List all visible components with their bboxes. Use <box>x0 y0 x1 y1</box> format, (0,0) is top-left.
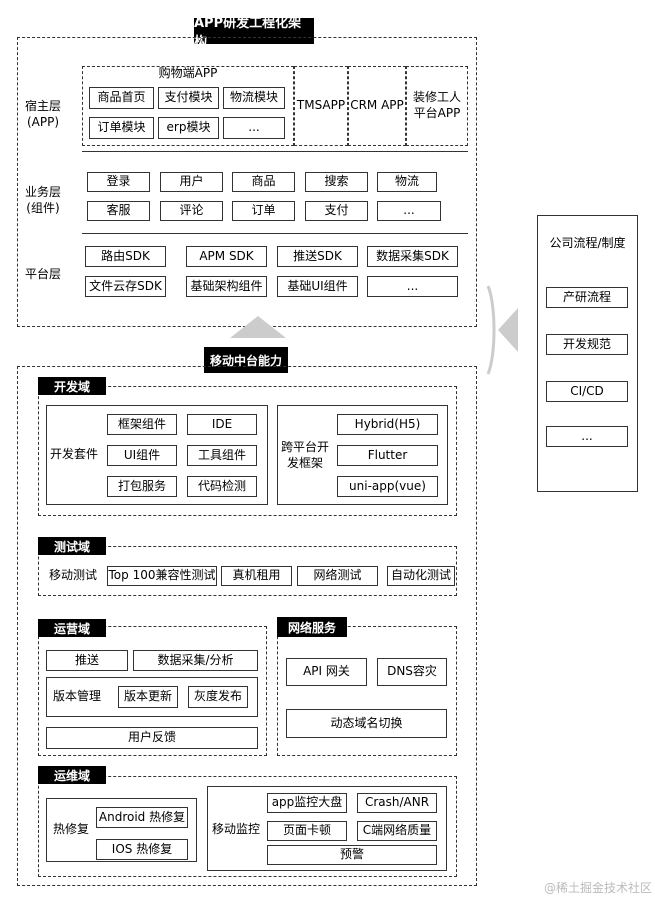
dev-domain-tag: 开发域 <box>38 377 106 395</box>
biz-user: 用户 <box>160 172 223 192</box>
crm-app-box <box>348 66 406 146</box>
biz-search: 搜索 <box>305 172 368 192</box>
cross-hybrid: Hybrid(H5) <box>337 414 438 435</box>
dns-disaster-recovery: DNS容灾 <box>377 658 447 686</box>
biz-service: 客服 <box>87 201 150 221</box>
monitor-alert: 预警 <box>267 845 437 865</box>
sdk-apm: APM SDK <box>186 246 267 267</box>
hotfix-label: 热修复 <box>52 822 89 837</box>
cross-platform-label: 跨平台开 发框架 <box>280 440 329 470</box>
tms-app-box <box>294 66 348 146</box>
ops-data-analysis: 数据采集/分析 <box>133 650 258 671</box>
test-domain-group <box>38 546 457 596</box>
network-service-group <box>277 626 457 756</box>
ops-push: 推送 <box>46 650 128 671</box>
mobile-test-label: 移动测试 <box>48 568 97 583</box>
base-arch-component: 基础架构组件 <box>186 276 267 297</box>
test-compat: Top 100兼容性测试 <box>107 566 217 586</box>
business-layer-label: 业务层 (组件) <box>24 185 61 215</box>
middle-platform-panel <box>17 366 477 886</box>
version-mgmt-label: 版本管理 <box>52 689 101 704</box>
shop-app-title: 购物端APP <box>158 66 218 81</box>
biz-goods: 商品 <box>232 172 295 192</box>
ops-domain-tag: 运营域 <box>38 619 106 637</box>
test-domain-tag: 测试域 <box>38 537 106 555</box>
tms-app-label: TMSAPP <box>296 98 346 113</box>
watermark: @稀土掘金技术社区 <box>543 881 652 896</box>
gray-release: 灰度发布 <box>188 686 248 708</box>
test-automation: 自动化测试 <box>387 566 455 586</box>
ops-domain-group <box>38 626 267 756</box>
module-logistics: 物流模块 <box>223 87 285 109</box>
network-service-tag: 网络服务 <box>277 617 347 637</box>
biz-logistics: 物流 <box>377 172 437 192</box>
kit-ide: IDE <box>187 414 257 435</box>
maint-domain-tag: 运维域 <box>38 766 106 784</box>
business-layer-divider <box>82 233 468 234</box>
monitor-network-quality: C端网络质量 <box>357 821 437 841</box>
sdk-cloud-storage: 文件云存SDK <box>85 276 166 297</box>
base-ui-component: 基础UI组件 <box>277 276 358 297</box>
worker-app-label: 装修工人 平台APP <box>412 90 461 120</box>
shop-app-group <box>82 66 294 146</box>
process-more: ... <box>546 426 628 447</box>
biz-more: ... <box>377 201 441 221</box>
kit-code-check: 代码检测 <box>187 476 257 497</box>
host-layer-label: 宿主层 (APP) <box>24 99 61 129</box>
monitor-page-lag: 页面卡顿 <box>267 821 347 841</box>
process-rd: 产研流程 <box>546 287 628 308</box>
maint-domain-group <box>38 776 457 877</box>
company-process-title: 公司流程/制度 <box>549 236 626 251</box>
version-update: 版本更新 <box>118 686 178 708</box>
biz-pay: 支付 <box>305 201 368 221</box>
module-more: ... <box>223 117 285 139</box>
api-gateway: API 网关 <box>286 658 367 686</box>
left-arrow-icon <box>486 285 518 375</box>
crm-app-label: CRM APP <box>350 98 404 113</box>
kit-ui: UI组件 <box>107 445 177 466</box>
cross-flutter: Flutter <box>337 445 438 466</box>
kit-framework: 框架组件 <box>107 414 177 435</box>
host-layer-divider <box>82 151 468 152</box>
kit-tools: 工具组件 <box>187 445 257 466</box>
cross-uniapp: uni-app(vue) <box>337 476 438 497</box>
sdk-push: 推送SDK <box>277 246 358 267</box>
monitor-dashboard: app监控大盘 <box>267 793 347 813</box>
dynamic-domain-switch: 动态域名切换 <box>286 709 447 738</box>
platform-layer-label: 平台层 <box>24 267 61 282</box>
process-cicd: CI/CD <box>546 381 628 402</box>
page-title: APP研发工程化架构 <box>194 16 314 50</box>
user-feedback: 用户反馈 <box>46 727 258 749</box>
hotfix-ios: IOS 热修复 <box>96 839 188 860</box>
module-home: 商品首页 <box>89 87 154 109</box>
biz-order: 订单 <box>232 201 295 221</box>
hotfix-android: Android 热修复 <box>96 807 188 828</box>
middle-platform-title: 移动中台能力 <box>204 347 288 373</box>
worker-app-box <box>406 66 468 146</box>
module-pay: 支付模块 <box>158 87 219 109</box>
dev-domain-group <box>38 386 457 516</box>
test-network: 网络测试 <box>297 566 378 586</box>
dev-kit-label: 开发套件 <box>49 447 98 462</box>
monitor-label: 移动监控 <box>211 822 260 837</box>
kit-packaging: 打包服务 <box>107 476 177 497</box>
process-dev-spec: 开发规范 <box>546 334 628 355</box>
monitor-crash-anr: Crash/ANR <box>357 793 437 813</box>
platform-more: ... <box>367 276 458 297</box>
sdk-router: 路由SDK <box>85 246 166 267</box>
test-device-rental: 真机租用 <box>221 566 292 586</box>
biz-comment: 评论 <box>160 201 223 221</box>
module-erp: erp模块 <box>158 117 219 139</box>
sdk-data: 数据采集SDK <box>367 246 458 267</box>
module-order: 订单模块 <box>89 117 154 139</box>
up-arrow-icon <box>230 316 286 338</box>
biz-login: 登录 <box>87 172 150 192</box>
